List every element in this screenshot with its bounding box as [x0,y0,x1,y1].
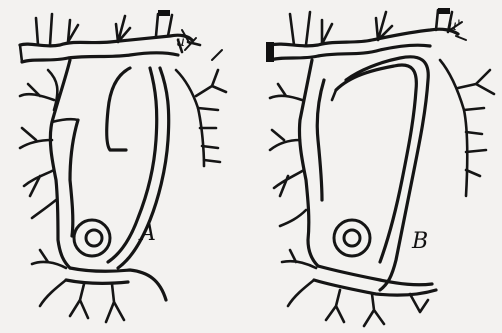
panel-a: u A [20,10,226,322]
panel-a-label: A [138,221,156,246]
panel-b-label: B [411,229,428,254]
panel-b-marker: u' [448,18,461,34]
panel-b: u' B [266,8,494,326]
panel-a-marker: u [176,34,185,50]
